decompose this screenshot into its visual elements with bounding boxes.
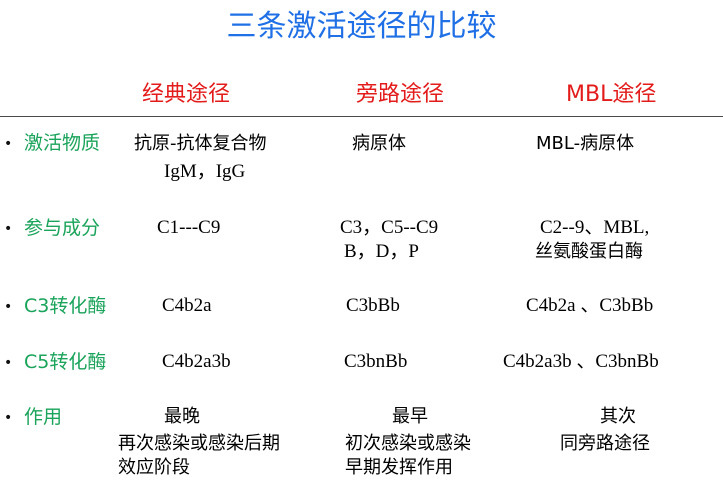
cell-function-classical-line3: 效应阶段 [118,457,190,478]
cell-c3-classical: C4b2a [162,295,212,316]
row-label-activator: 激活物质 [24,132,101,154]
cell-function-mbl-line1: 其次 [600,406,636,427]
cell-function-alternative-line2: 初次感染或感染 [345,433,471,454]
cell-components-mbl-line1: C2--9、MBL, [540,217,650,238]
cell-function-alternative-line1: 最早 [392,406,428,427]
cell-activator-mbl: MBL-病原体 [536,133,635,154]
cell-activator-classical-line2: IgM，IgG [164,161,246,182]
column-header-alternative: 旁路途径 [356,82,445,107]
row-label-components: 参与成分 [24,217,101,239]
cell-function-classical-line2: 再次感染或感染后期 [118,433,280,454]
column-header-mbl: MBL途径 [566,82,657,107]
row-label-c3-convertase: C3转化酶 [24,295,107,317]
cell-c5-mbl: C4b2a3b 、C3bnBb [503,351,659,372]
cell-c5-classical: C4b2a3b [162,351,231,372]
slide-title: 三条激活途径的比较 [226,9,497,44]
cell-function-alternative-line3: 早期发挥作用 [345,457,453,478]
cell-function-classical-line1: 最晚 [164,406,200,427]
cell-components-alternative-line1: C3，C5--C9 [340,217,439,238]
cell-c5-alternative: C3bnBb [344,351,408,372]
header-divider [0,116,723,117]
cell-c3-alternative: C3bBb [346,295,400,316]
cell-components-mbl-line2: 丝氨酸蛋白酶 [535,241,643,262]
cell-components-alternative-line2: B，D，P [344,241,419,262]
column-header-classical: 经典途径 [142,82,231,107]
cell-function-mbl-line2: 同旁路途径 [560,433,650,454]
cell-components-classical: C1---C9 [157,217,221,238]
row-bullet: • [4,221,13,237]
row-bullet: • [4,410,13,426]
cell-c3-mbl: C4b2a 、C3bBb [526,295,654,316]
row-bullet: • [4,136,13,152]
row-label-c5-convertase: C5转化酶 [24,351,107,373]
cell-activator-classical-line1: 抗原-抗体复合物 [134,133,267,154]
row-label-function: 作用 [24,406,63,428]
row-bullet: • [4,355,13,371]
cell-activator-alternative: 病原体 [352,133,406,154]
row-bullet: • [4,299,13,315]
